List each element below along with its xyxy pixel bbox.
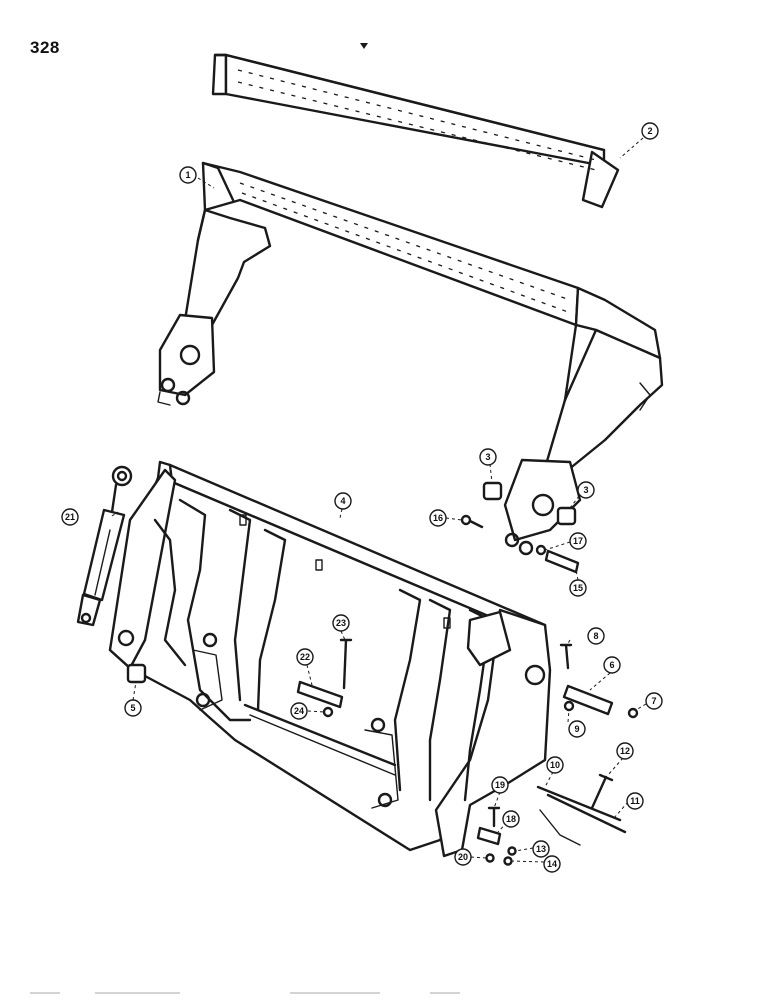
- callout-9: 9: [568, 720, 586, 738]
- callout-24: 24: [290, 702, 308, 720]
- svg-text:16: 16: [433, 513, 443, 523]
- callout-19: 19: [491, 776, 509, 794]
- callout-13: 13: [532, 840, 550, 858]
- callout-3: 3: [577, 481, 595, 499]
- svg-text:7: 7: [651, 696, 656, 706]
- callout-10: 10: [546, 756, 564, 774]
- callout-20: 20: [454, 848, 472, 866]
- callout-8: 8: [587, 627, 605, 645]
- bolt-part-12: [590, 773, 614, 810]
- svg-text:9: 9: [574, 724, 579, 734]
- bolt-part-23: [339, 638, 353, 690]
- svg-text:21: 21: [65, 512, 75, 522]
- callout-6: 6: [603, 656, 621, 674]
- callout-15: 15: [569, 579, 587, 597]
- pin-part-15: [544, 549, 580, 574]
- callout-23: 23: [332, 614, 350, 632]
- svg-text:18: 18: [506, 814, 516, 824]
- svg-text:3: 3: [485, 452, 490, 462]
- svg-text:5: 5: [130, 703, 135, 713]
- top-marker: [360, 43, 368, 49]
- svg-text:6: 6: [609, 660, 614, 670]
- callout-7: 7: [645, 692, 663, 710]
- callout-1: 1: [179, 166, 197, 184]
- loader-frame-part: [157, 161, 664, 556]
- svg-text:3: 3: [583, 485, 588, 495]
- pin-part-18: [476, 826, 502, 846]
- callout-4: 4: [334, 492, 352, 510]
- svg-text:13: 13: [536, 844, 546, 854]
- cylinder-part: [76, 465, 133, 627]
- bushing-part-left: [482, 481, 503, 501]
- rod-part-10: [536, 785, 622, 822]
- washer-part-7: [627, 707, 639, 719]
- callout-18: 18: [502, 810, 520, 828]
- callout-5: 5: [124, 699, 142, 717]
- bolt-part-16: [460, 514, 484, 529]
- svg-text:1: 1: [185, 170, 190, 180]
- washer-part-14: [503, 856, 513, 866]
- svg-text:20: 20: [458, 852, 468, 862]
- pin-part-6: [562, 684, 614, 716]
- svg-text:2: 2: [647, 126, 652, 136]
- svg-text:24: 24: [294, 706, 304, 716]
- svg-text:4: 4: [340, 496, 345, 506]
- bucket-part: [108, 460, 552, 858]
- nut-part-24: [322, 706, 334, 718]
- svg-text:14: 14: [547, 859, 557, 869]
- svg-text:23: 23: [336, 618, 346, 628]
- nut-part-9: [563, 700, 575, 712]
- svg-text:8: 8: [593, 631, 598, 641]
- washer-part-17: [535, 544, 547, 556]
- svg-text:12: 12: [620, 746, 630, 756]
- bolt-part-8: [559, 643, 573, 670]
- svg-text:17: 17: [573, 536, 583, 546]
- bushing-part-right: [556, 506, 577, 526]
- callout-12: 12: [616, 742, 634, 760]
- callout-16: 16: [429, 509, 447, 527]
- bushing-part-5: [126, 663, 147, 684]
- lift-handle: [539, 809, 581, 846]
- callout-3: 3: [479, 448, 497, 466]
- svg-text:22: 22: [300, 652, 310, 662]
- callout-22: 22: [296, 648, 314, 666]
- svg-text:15: 15: [573, 583, 583, 593]
- svg-text:10: 10: [550, 760, 560, 770]
- page-number: 328: [30, 38, 60, 57]
- pin-part-22: [296, 680, 344, 709]
- callout-11: 11: [626, 792, 644, 810]
- rod-part-11: [546, 793, 627, 834]
- callout-14: 14: [543, 855, 561, 873]
- bolt-part-19: [487, 806, 501, 828]
- leader-lines: [111, 137, 647, 863]
- callout-2: 2: [641, 122, 659, 140]
- svg-text:11: 11: [630, 796, 640, 806]
- callout-17: 17: [569, 532, 587, 550]
- svg-text:19: 19: [495, 780, 505, 790]
- guard-bar-part: [211, 53, 620, 209]
- washer-part-13: [507, 846, 517, 856]
- nut-part-20: [485, 853, 495, 863]
- callout-21: 21: [61, 508, 79, 526]
